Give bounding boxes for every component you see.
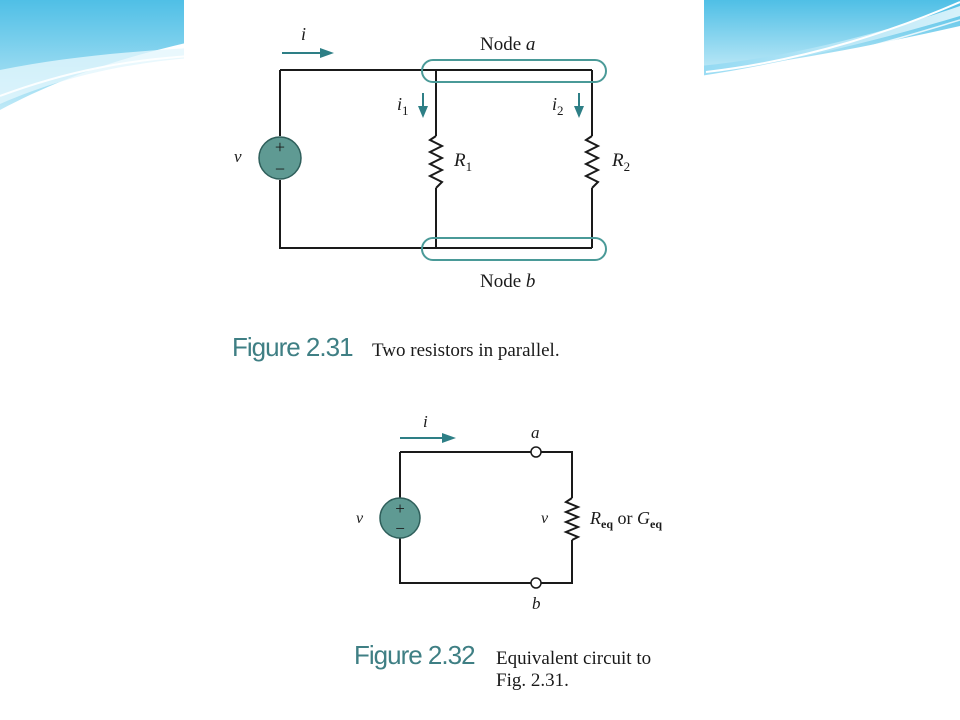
- branch2-current-label: i2: [552, 94, 564, 118]
- current-arrow-i: [282, 48, 334, 58]
- node-a-label: Node a: [480, 34, 535, 55]
- current-label-i: i: [423, 412, 428, 431]
- node-b-label: Node b: [480, 271, 535, 292]
- figure-2-32: + − v i a b v Req or Geq Figure 2.32 Equ…: [310, 406, 736, 704]
- current-arrow-i: [400, 433, 456, 443]
- terminal-a-label: a: [531, 423, 540, 442]
- slide-banner: [0, 0, 960, 110]
- current-arrow-i1: [418, 93, 428, 118]
- branch1-current-label: i1: [397, 94, 409, 118]
- source-minus: −: [275, 159, 285, 179]
- r1-label: R1: [453, 150, 472, 174]
- equivalent-circuit-diagram: + − v i a b v Req or Geq Figure 2.32 Equ…: [354, 412, 662, 691]
- current-label-i: i: [301, 24, 306, 44]
- figure-number: Figure 2.32: [354, 640, 475, 670]
- source-voltage-label: v: [356, 510, 364, 527]
- r2-label: R2: [611, 150, 630, 174]
- figure-caption: Two resistors in parallel.: [372, 340, 560, 361]
- source-voltage-label: v: [234, 147, 242, 166]
- req-or-geq-label: Req or Geq: [589, 508, 662, 531]
- current-arrow-i2: [574, 93, 584, 118]
- voltage-source: + −: [258, 136, 302, 180]
- figure-2-31: + − v i i1 i2 R1 R2 Node a Node b Figure…: [184, 0, 704, 402]
- source-plus: +: [395, 499, 405, 518]
- resistor-r1: [427, 135, 445, 189]
- terminal-b: [530, 577, 542, 589]
- figure-caption-line2: Fig. 2.31.: [496, 670, 569, 691]
- source-plus: +: [275, 137, 285, 157]
- circuit-wires: [279, 69, 593, 249]
- figure-number: Figure 2.31: [232, 332, 353, 362]
- source-minus: −: [395, 519, 405, 538]
- resistor-req: [563, 497, 581, 541]
- node-b-outline: [421, 237, 607, 261]
- voltage-source: + −: [379, 497, 421, 539]
- node-a-outline: [421, 59, 607, 83]
- terminal-b-label: b: [532, 594, 541, 613]
- terminal-a: [530, 446, 542, 458]
- resistor-r2: [583, 135, 601, 189]
- circuit-wires: [399, 451, 573, 584]
- resistor-voltage-label: v: [541, 510, 549, 527]
- figure-caption-line1: Equivalent circuit to: [496, 648, 651, 669]
- parallel-circuit-diagram: + − v i i1 i2 R1 R2 Node a Node b Figure…: [232, 24, 630, 362]
